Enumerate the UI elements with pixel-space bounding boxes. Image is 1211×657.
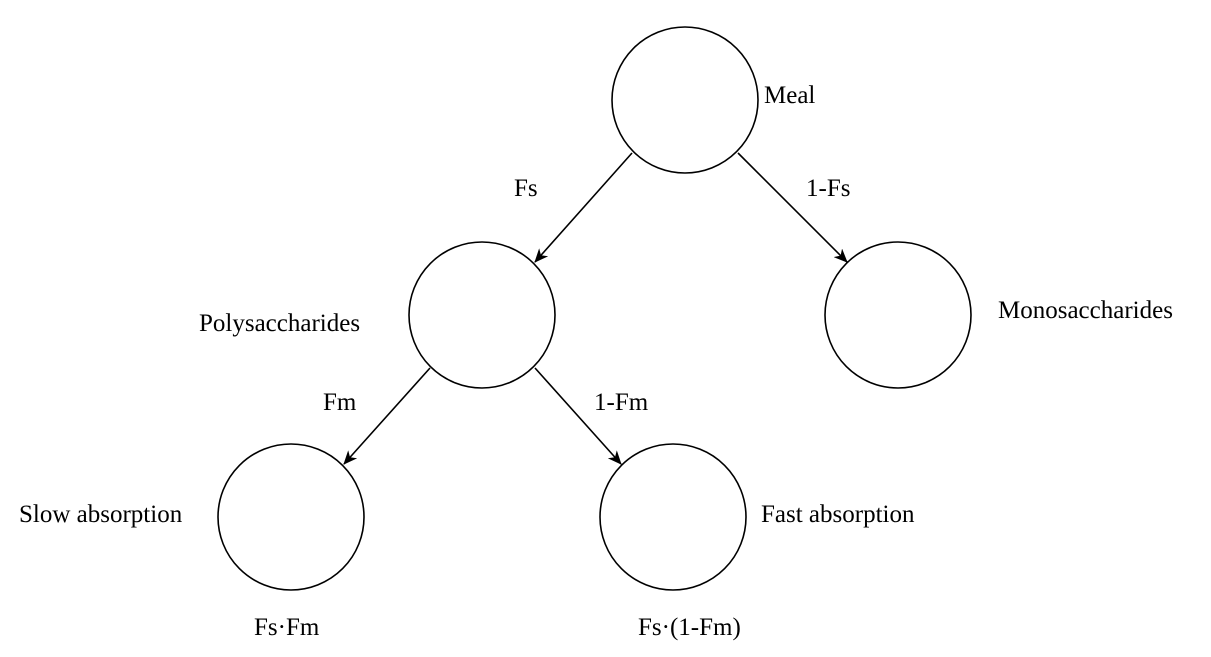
edge-label-1-fs: 1-Fs xyxy=(806,175,851,202)
meal-node xyxy=(611,26,759,174)
edge-meal-to-monosaccharides xyxy=(737,152,848,263)
fast-absorption-label: Fast absorption xyxy=(761,501,915,528)
edge-polysaccharides-to-slow xyxy=(343,367,431,465)
polysaccharides-label: Polysaccharides xyxy=(199,310,361,337)
slow-absorption-node xyxy=(217,443,365,591)
slow-absorption-label: Slow absorption xyxy=(19,501,183,528)
polysaccharides-node xyxy=(408,241,556,389)
monosaccharides-node xyxy=(824,241,972,389)
edge-meal-to-polysaccharides xyxy=(534,152,633,263)
fast-absorption-fraction: Fs·(1-Fm) xyxy=(638,614,741,641)
edge-label-fs: Fs xyxy=(514,175,538,202)
fast-absorption-node xyxy=(599,443,747,591)
edge-label-fm: Fm xyxy=(323,389,357,416)
monosaccharides-label: Monosaccharides xyxy=(998,297,1173,324)
meal-label: Meal xyxy=(764,82,816,109)
edge-label-1-fm: 1-Fm xyxy=(594,389,649,416)
slow-absorption-fraction: Fs·Fm xyxy=(254,614,320,641)
edge-polysaccharides-to-fast xyxy=(534,367,622,465)
